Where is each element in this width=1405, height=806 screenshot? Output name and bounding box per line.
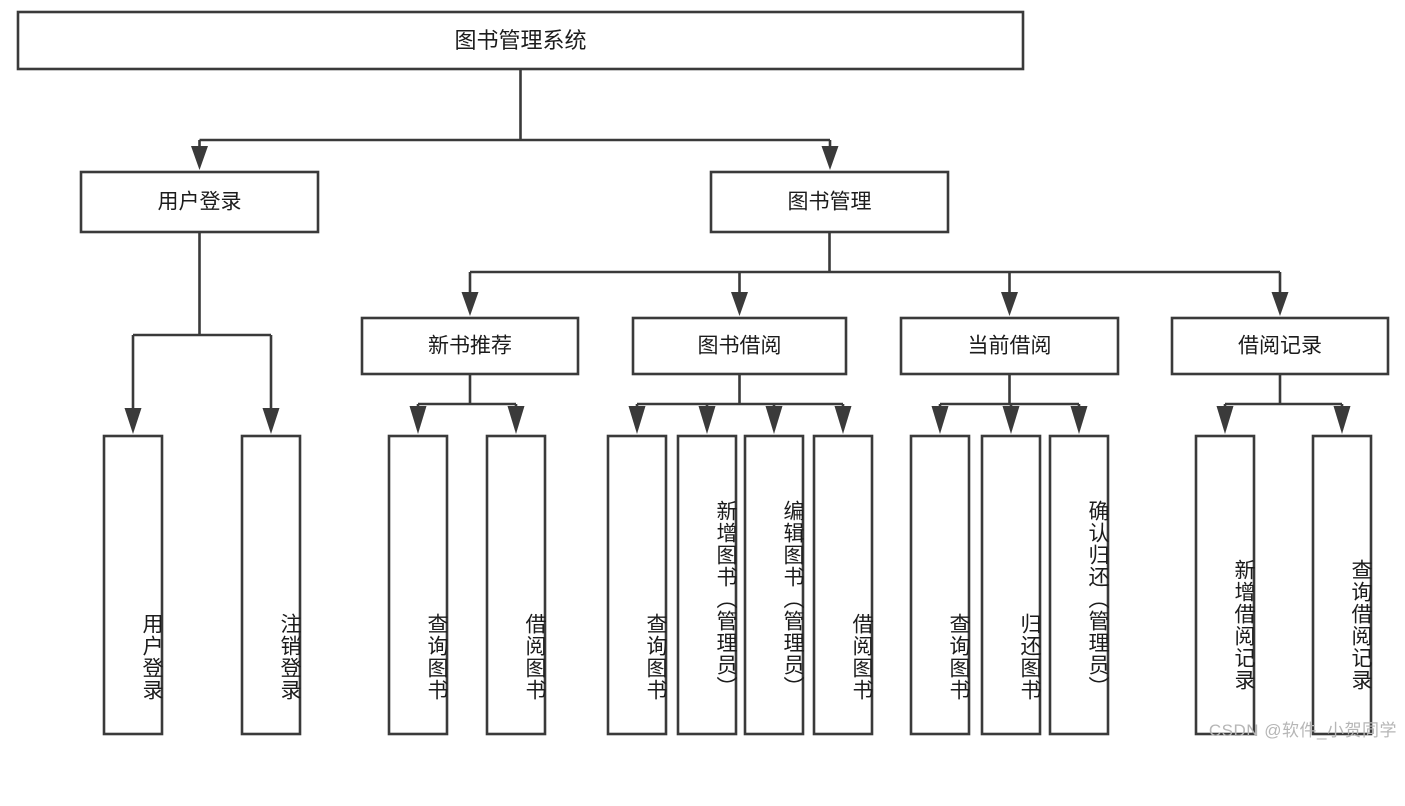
arrow-head-leaf-borrow-book-2 <box>834 406 852 434</box>
arrow-head-leaf-user-login <box>124 408 142 434</box>
arrow-head-leaf-query-book-3 <box>931 406 949 434</box>
arrow-head-leaf-edit-book <box>765 406 783 434</box>
arrow-head-leaf-query-record <box>1333 406 1351 434</box>
node-label-current-borrow: 当前借阅 <box>968 335 1052 358</box>
node-box-leaf-user-login[interactable] <box>102 434 164 736</box>
node-box-current-borrow[interactable] <box>899 316 1120 376</box>
node-box-book-manage[interactable] <box>709 170 950 234</box>
node-box-leaf-add-record[interactable] <box>1194 434 1256 736</box>
arrow-head-current-borrow <box>1001 292 1018 316</box>
node-label-borrow-record: 借阅记录 <box>1238 335 1322 358</box>
arrow-head-leaf-return-book <box>1002 406 1020 434</box>
arrow-head-book-manage <box>821 146 839 170</box>
arrow-head-leaf-add-book <box>698 406 716 434</box>
node-box-leaf-query-book-3[interactable] <box>909 434 971 736</box>
node-box-new-book-recommend[interactable] <box>360 316 580 376</box>
connectors-layer <box>124 69 1351 434</box>
arrow-head-leaf-query-book-1 <box>409 406 427 434</box>
node-box-leaf-edit-book[interactable] <box>743 434 805 736</box>
node-box-leaf-query-record[interactable] <box>1311 434 1373 736</box>
arrow-head-new-book-recommend <box>461 292 479 316</box>
diagram-canvas: 图书管理系统 用户登录 图书管理 新书推荐 图书借阅 当前借阅 借阅记录 <box>16 10 1397 740</box>
arrow-head-book-borrow <box>731 292 748 316</box>
node-box-leaf-query-book-1[interactable] <box>387 434 449 736</box>
node-box-leaf-return-book[interactable] <box>980 434 1042 736</box>
node-box-book-borrow[interactable] <box>631 316 848 376</box>
node-label-book-borrow: 图书借阅 <box>698 335 782 358</box>
node-box-leaf-user-logout[interactable] <box>240 434 302 736</box>
arrow-head-leaf-user-logout <box>262 408 280 434</box>
node-box-user-login[interactable] <box>79 170 320 234</box>
node-label-user-login: 用户登录 <box>158 191 242 214</box>
arrow-head-leaf-confirm-return <box>1070 406 1088 434</box>
arrow-head-borrow-record <box>1271 292 1289 316</box>
node-box-leaf-add-book[interactable] <box>676 434 738 736</box>
node-box-borrow-record[interactable] <box>1170 316 1390 376</box>
node-box-leaf-borrow-book-2[interactable] <box>812 434 874 736</box>
arrow-head-leaf-query-book-2 <box>628 406 646 434</box>
arrow-head-user-login <box>191 146 208 170</box>
node-label-book-manage: 图书管理 <box>788 191 872 214</box>
node-box-leaf-borrow-book-1[interactable] <box>485 434 547 736</box>
boxes-layer: 图书管理系统 用户登录 图书管理 新书推荐 图书借阅 当前借阅 借阅记录 <box>16 10 1390 736</box>
arrow-head-leaf-borrow-book-1 <box>507 406 525 434</box>
node-box-root[interactable] <box>16 10 1025 71</box>
node-box-leaf-confirm-return[interactable] <box>1048 434 1110 736</box>
arrow-head-leaf-add-record <box>1216 406 1234 434</box>
flowchart-svg: 图书管理系统 用户登录 图书管理 新书推荐 图书借阅 当前借阅 借阅记录 <box>16 10 1390 736</box>
node-label-root: 图书管理系统 <box>454 28 586 53</box>
node-box-leaf-query-book-2[interactable] <box>606 434 668 736</box>
node-label-new-book-recommend: 新书推荐 <box>428 335 512 358</box>
watermark-text: CSDN @软件_小贺同学 <box>1208 721 1397 740</box>
